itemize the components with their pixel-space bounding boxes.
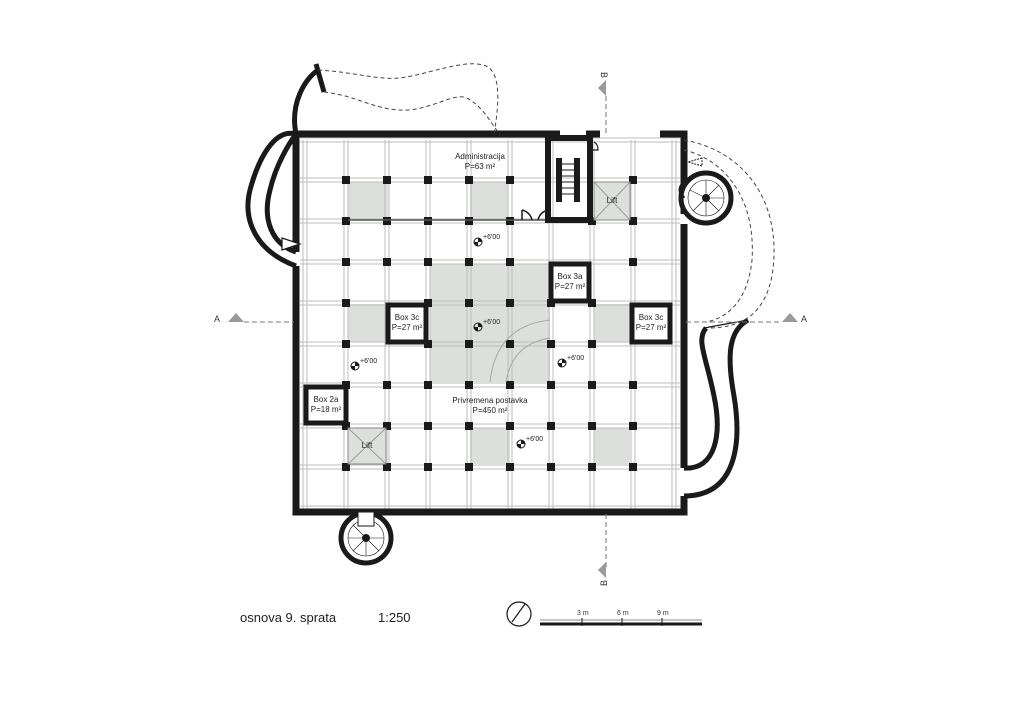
- section-a-right-marker: [782, 313, 798, 322]
- lift-bottom: [347, 427, 387, 465]
- room-area: P=27 m²: [635, 323, 667, 332]
- right-walkway: [683, 317, 750, 499]
- scale-bar: [540, 618, 702, 626]
- box-3c-right: [629, 302, 673, 345]
- drawing-title: osnova 9. sprata: [240, 610, 337, 625]
- structural-grid: [300, 137, 680, 510]
- north-arrow-icon: [506, 601, 532, 627]
- drawing-scale: 1:250: [378, 610, 411, 625]
- lift-label-bottom: Lift: [361, 441, 373, 450]
- spiral-stair-bottom: [338, 510, 394, 566]
- room-label-box-2a: Box 2a P=18 m²: [306, 395, 346, 415]
- room-area: P=63 m²: [464, 162, 496, 171]
- section-a-left-marker: [228, 313, 244, 322]
- box-2a: [303, 384, 349, 426]
- left-entry-arrow: [281, 237, 302, 251]
- section-b-bottom-label: B: [599, 579, 610, 587]
- section-lines: [244, 96, 782, 570]
- level-marker-icon: [557, 358, 567, 368]
- scale-tick-label: 9 m: [657, 610, 669, 617]
- room-name: Box 2a: [313, 395, 339, 404]
- room-label-box-3c-left: Box 3c P=27 m²: [388, 313, 426, 333]
- level-label: +6'00: [483, 234, 501, 241]
- section-b-top-marker: [598, 80, 606, 96]
- level-marker-icon: [516, 439, 526, 449]
- box-3c-left: [385, 302, 429, 345]
- room-label-box-3a: Box 3a P=27 m²: [551, 272, 589, 292]
- shaded-cell: [470, 428, 510, 464]
- level-label: +6'00: [567, 355, 585, 362]
- interior-curves: [489, 319, 551, 383]
- level-label: +6'00: [360, 358, 378, 365]
- spiral-stair-right: [678, 170, 734, 226]
- section-b-bottom-marker: [598, 562, 606, 578]
- level-marker-icon: [473, 322, 483, 332]
- room-area: P=27 m²: [554, 282, 586, 291]
- room-area: P=18 m²: [310, 405, 342, 414]
- stair-core: [545, 135, 599, 223]
- shaded-cell: [594, 304, 630, 342]
- shaded-cell: [470, 182, 508, 220]
- admin-door: [521, 209, 549, 221]
- room-label-box-3c-right: Box 3c P=27 m²: [632, 313, 670, 333]
- section-a-right-label: A: [801, 314, 808, 324]
- scale-tick-label: 6 m: [617, 610, 629, 617]
- section-b-top-label: B: [599, 71, 610, 79]
- room-label-exhibition: Privremena postavka P=450 m²: [440, 396, 540, 416]
- room-label-administration: Administracija P=63 m²: [440, 152, 520, 172]
- section-a-left-label: A: [214, 314, 221, 324]
- room-name: Privremena postavka: [452, 396, 528, 405]
- shaded-cell: [594, 428, 630, 464]
- level-label: +6'00: [483, 319, 501, 326]
- columns: [342, 176, 637, 471]
- level-marker-icon: [473, 237, 483, 247]
- shaded-cell: [348, 182, 388, 220]
- level-markers: [350, 237, 567, 449]
- lift-label-top: Lift: [606, 196, 618, 205]
- right-entry-arrow: [686, 157, 703, 167]
- room-name: Administracija: [455, 152, 505, 161]
- level-marker-icon: [350, 361, 360, 371]
- left-walkway: [245, 63, 327, 269]
- dashed-overhead-outline: [317, 63, 775, 329]
- central-shaded-area: [430, 264, 550, 382]
- scale-tick-label: 3 m: [577, 610, 589, 617]
- room-name: Box 3c: [394, 313, 420, 322]
- box-3a: [548, 261, 592, 304]
- exhibition-boxes: [303, 261, 673, 426]
- room-area: P=27 m²: [391, 323, 423, 332]
- shaded-cell: [348, 304, 386, 342]
- room-area: P=450 m²: [472, 406, 508, 415]
- room-name: Box 3a: [557, 272, 583, 281]
- room-name: Box 3c: [638, 313, 664, 322]
- section-markers: [228, 80, 798, 578]
- stair-core-walls: [545, 135, 593, 223]
- lift-top: [593, 181, 631, 221]
- level-label: +6'00: [526, 436, 544, 443]
